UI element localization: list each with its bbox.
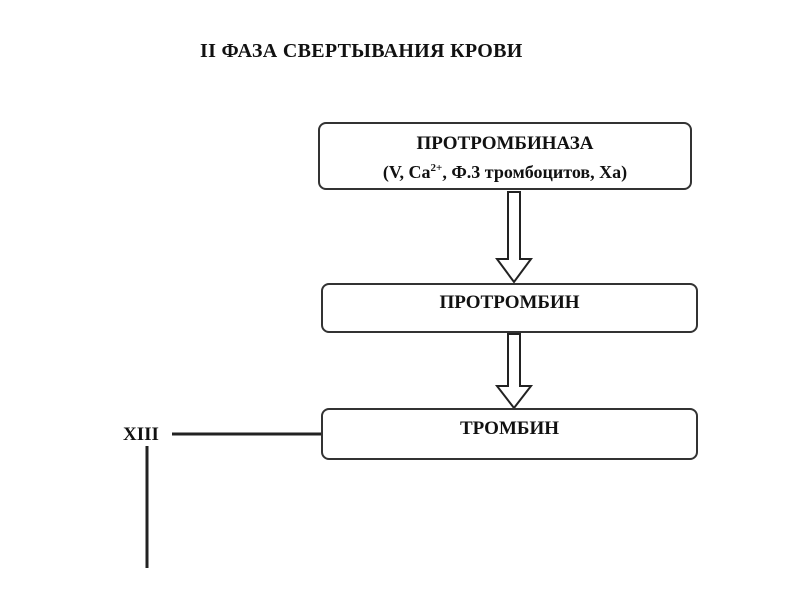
diagram-title: II ФАЗА СВЕРТЫВАНИЯ КРОВИ — [200, 40, 523, 62]
prothrombinase-label: ПРОТРОМБИНАЗА — [416, 133, 594, 154]
prothrombinase-cofactors: (V, Ca2+, Ф.3 тромбоцитов, Xa) — [320, 156, 690, 184]
prothrombinase-box: ПРОТРОМБИНАЗА (V, Ca2+, Ф.3 тромбоцитов,… — [318, 122, 692, 190]
arrow-prothrombinase-to-prothrombin — [495, 191, 533, 284]
arrow-prothrombin-to-thrombin — [494, 333, 534, 410]
thrombin-label: ТРОМБИН — [460, 418, 559, 439]
calcium-charge: 2+ — [430, 162, 443, 174]
cofactors-prefix: (V, Ca — [382, 162, 431, 182]
factor-xiii-label: XIII — [123, 424, 159, 445]
prothrombin-label: ПРОТРОМБИН — [439, 292, 580, 313]
prothrombin-box: ПРОТРОМБИН — [321, 283, 698, 333]
thrombin-box: ТРОМБИН — [321, 408, 698, 460]
cofactors-suffix: , Ф.3 тромбоцитов, Xa) — [442, 162, 628, 182]
